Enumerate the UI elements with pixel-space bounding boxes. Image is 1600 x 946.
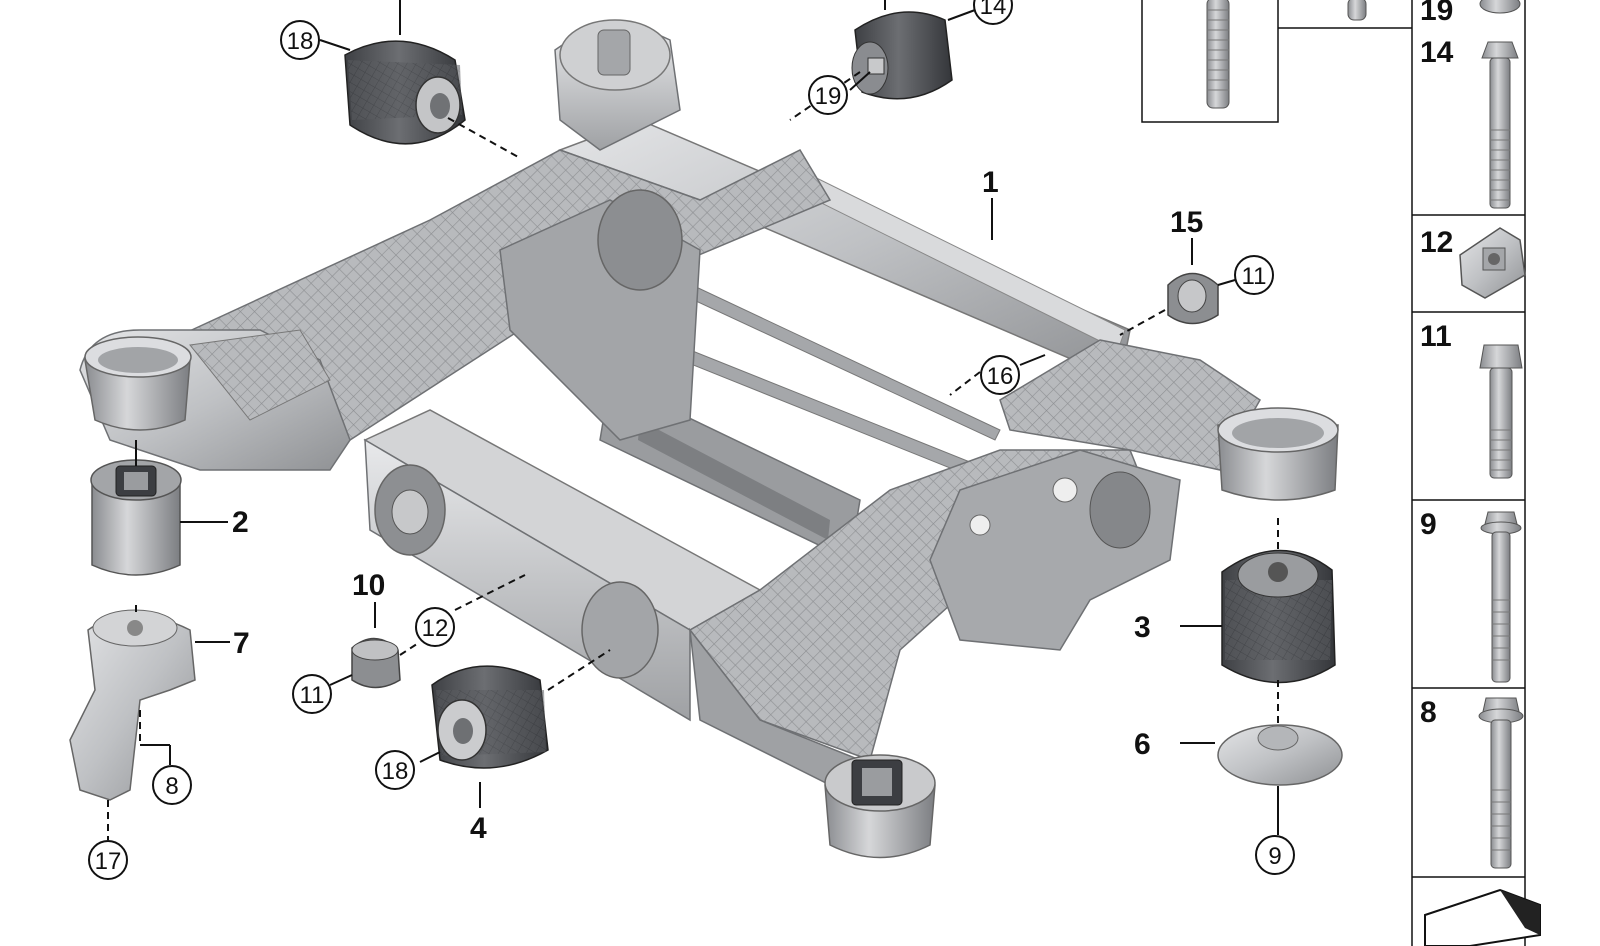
nut-15 xyxy=(1119,238,1236,336)
svg-text:16: 16 xyxy=(987,363,1014,390)
bolt-14-icon xyxy=(1481,41,1519,209)
svg-text:3: 3 xyxy=(1134,611,1151,644)
arrow-symbol-icon xyxy=(1424,888,1541,946)
svg-text:18: 18 xyxy=(382,758,409,785)
callout-11-right: 11 xyxy=(1234,255,1274,295)
nut-10 xyxy=(329,602,421,689)
bolt-partial xyxy=(1347,0,1367,21)
bracket-7 xyxy=(69,605,230,801)
panel-label-12: 12 xyxy=(1420,226,1453,259)
callout-19: 19 xyxy=(808,75,848,115)
callout-12: 12 xyxy=(415,607,455,647)
callout-18-top: 18 xyxy=(280,20,320,60)
callout-17: 17 xyxy=(88,840,128,880)
callout-18-bottom: 18 xyxy=(375,750,415,790)
rear-subframe xyxy=(79,19,1339,859)
leader-16-b xyxy=(1019,354,1046,366)
callout-9: 9 xyxy=(1255,835,1295,875)
panel-label-9: 9 xyxy=(1420,508,1437,541)
svg-text:9: 9 xyxy=(1268,843,1281,870)
bushing-4 xyxy=(431,649,611,808)
leader-18b xyxy=(419,751,441,763)
svg-text:7: 7 xyxy=(233,627,250,660)
svg-text:12: 12 xyxy=(422,615,449,642)
leader-19 xyxy=(849,71,871,91)
callout-3: 3 xyxy=(1134,611,1151,644)
bolt-8-icon xyxy=(1478,697,1524,869)
bushing-2 xyxy=(90,440,228,576)
callout-6: 6 xyxy=(1134,728,1151,761)
callout-14: 14 xyxy=(973,0,1013,25)
callout-1: 1 xyxy=(982,166,999,199)
svg-text:19: 19 xyxy=(815,83,842,110)
svg-text:6: 6 xyxy=(1134,728,1151,761)
callout-10: 10 xyxy=(352,569,385,602)
svg-text:14: 14 xyxy=(980,0,1007,20)
callout-16: 16 xyxy=(980,355,1020,395)
panel-label-14: 14 xyxy=(1420,36,1454,69)
svg-text:11: 11 xyxy=(1242,263,1267,290)
svg-text:2: 2 xyxy=(232,506,249,539)
bolt-11-icon xyxy=(1479,344,1523,479)
stud-bolt xyxy=(1206,0,1230,109)
callout-8: 8 xyxy=(152,765,192,805)
panel-label-8: 8 xyxy=(1420,696,1437,729)
svg-text:8: 8 xyxy=(165,773,178,800)
panel-label-11: 11 xyxy=(1420,320,1452,353)
bushing-18-top xyxy=(344,40,521,159)
callout-4: 4 xyxy=(470,812,487,845)
svg-text:11: 11 xyxy=(300,682,325,709)
leader-18-top-b xyxy=(319,39,351,51)
svg-text:10: 10 xyxy=(352,569,385,602)
panel-label-19: 19 xyxy=(1420,0,1453,27)
callout-15: 15 xyxy=(1170,206,1203,239)
bolt-9-icon xyxy=(1480,511,1522,683)
svg-text:17: 17 xyxy=(95,848,122,875)
plate-6 xyxy=(1180,680,1343,835)
leader-14 xyxy=(947,9,976,21)
svg-text:15: 15 xyxy=(1170,206,1203,239)
svg-text:1: 1 xyxy=(982,166,999,199)
nut-19-icon xyxy=(1479,0,1521,14)
leader-12 xyxy=(454,574,526,611)
svg-text:4: 4 xyxy=(470,812,487,845)
clip-nut-12-icon xyxy=(1459,227,1526,299)
mount-3 xyxy=(1180,518,1336,684)
callout-2: 2 xyxy=(232,506,249,539)
fastener-panel: 19 14 12 11 9 xyxy=(1141,0,1541,946)
leader-16 xyxy=(949,371,981,396)
callout-7: 7 xyxy=(233,627,250,660)
svg-text:18: 18 xyxy=(287,28,314,55)
callout-11-left: 11 xyxy=(292,674,332,714)
